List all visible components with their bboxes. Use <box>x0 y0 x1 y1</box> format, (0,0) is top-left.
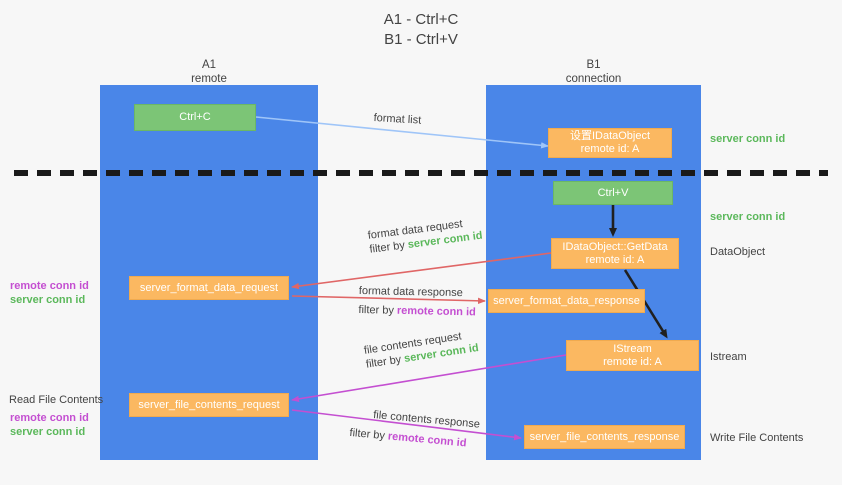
node-server-format-data-request-label: server_format_data_request <box>139 281 279 294</box>
annotation-write-file-contents-text: Write File Contents <box>710 432 804 444</box>
annotation-server-conn-id-mid: server conn id <box>710 210 785 224</box>
lane-header-a1: A1 remote <box>100 58 318 86</box>
annotation-write-file-contents: Write File Contents <box>710 431 803 445</box>
title-line-2: B1 - Ctrl+V <box>384 31 458 48</box>
edge-format-data-response-prefix: filter by <box>358 303 398 317</box>
lane-b1-title: B1 <box>586 59 601 71</box>
annotation-server-conn-id-top: server conn id <box>710 132 785 146</box>
node-ctrl-v-label: Ctrl+V <box>597 186 629 199</box>
node-ctrl-c-label: Ctrl+C <box>179 111 211 123</box>
edge-file-contents-response-line1: file contents response <box>372 408 481 431</box>
node-server-file-contents-response[interactable]: server_file_contents_response <box>524 425 685 449</box>
node-server-format-data-response[interactable]: server_format_data_response <box>488 289 645 313</box>
annotation-dataobject: DataObject <box>710 245 765 259</box>
annotation-istream-text: Istream <box>710 351 747 363</box>
page-title: A1 - Ctrl+C B1 - Ctrl+V <box>0 10 842 50</box>
lane-header-b1: B1 connection <box>486 58 701 86</box>
annotation-remote-conn-id-upper: remote conn id <box>10 279 89 293</box>
annotation-server-conn-id-lower-text: server conn id <box>10 426 86 438</box>
node-server-file-contents-response-label: server_file_contents_response <box>529 430 680 443</box>
annotation-remote-conn-id-lower: remote conn id <box>10 411 89 425</box>
node-getdata-sublabel: remote id: A <box>585 253 645 266</box>
annotation-server-conn-id-upper-text: server conn id <box>10 294 86 306</box>
node-istream-sublabel: remote id: A <box>603 355 662 368</box>
annotation-read-file-contents-text: Read File Contents <box>9 394 104 406</box>
edge-format-data-response-line2: filter by remote conn id <box>358 303 476 319</box>
node-istream-label: IStream <box>613 342 652 355</box>
title-line-1: A1 - Ctrl+C <box>383 11 459 28</box>
annotation-remote-conn-id-lower-text: remote conn id <box>10 412 89 424</box>
edge-file-contents-response-prefix: filter by <box>349 426 389 443</box>
annotation-istream: Istream <box>710 350 747 364</box>
lane-b1-subtitle: connection <box>565 73 622 85</box>
node-getdata-label: IDataObject::GetData <box>562 240 668 253</box>
node-set-idataobject-sublabel: remote id: A <box>580 143 640 155</box>
annotation-remote-conn-id-upper-text: remote conn id <box>10 280 89 292</box>
annotation-server-conn-id-top-text: server conn id <box>710 133 786 145</box>
edge-label-format-data-request: format data request filter by server con… <box>367 215 483 257</box>
node-server-file-contents-request-label: server_file_contents_request <box>138 398 280 411</box>
edge-label-file-contents-request: file contents request filter by server c… <box>363 327 480 372</box>
annotation-server-conn-id-lower: server conn id <box>10 425 85 439</box>
annotation-server-conn-id-mid-text: server conn id <box>710 211 786 223</box>
edge-label-format-data-response: format data response filter by remote co… <box>358 284 476 319</box>
edge-format-data-response-highlight: remote conn id <box>396 304 476 319</box>
lane-a1-title: A1 <box>201 59 217 71</box>
annotation-read-file-contents: Read File Contents <box>9 393 103 407</box>
edge-label-file-contents-response: file contents response filter by remote … <box>349 406 481 452</box>
edge-file-contents-response-highlight: remote conn id <box>387 430 467 450</box>
node-ctrl-c[interactable]: Ctrl+C <box>134 104 256 131</box>
edge-label-format-list-text: format list <box>373 111 422 127</box>
annotation-server-conn-id-upper: server conn id <box>10 293 85 307</box>
node-server-format-data-response-label: server_format_data_response <box>493 294 640 307</box>
edge-format-data-response-line1: format data response <box>358 284 463 300</box>
node-server-file-contents-request[interactable]: server_file_contents_request <box>129 393 289 417</box>
node-set-idataobject-label: 设置IDataObject <box>569 130 651 142</box>
edge-format-data-request-prefix: filter by <box>368 239 409 256</box>
node-istream[interactable]: IStream remote id: A <box>566 340 699 371</box>
annotation-dataobject-text: DataObject <box>710 246 766 258</box>
node-server-format-data-request[interactable]: server_format_data_request <box>129 276 289 300</box>
node-idataobject-getdata[interactable]: IDataObject::GetData remote id: A <box>551 238 679 269</box>
node-ctrl-v[interactable]: Ctrl+V <box>553 181 673 205</box>
lane-a1-subtitle: remote <box>191 73 227 85</box>
node-set-idataobject[interactable]: 设置IDataObject remote id: A <box>548 128 672 158</box>
edge-label-format-list: format list <box>373 111 421 128</box>
